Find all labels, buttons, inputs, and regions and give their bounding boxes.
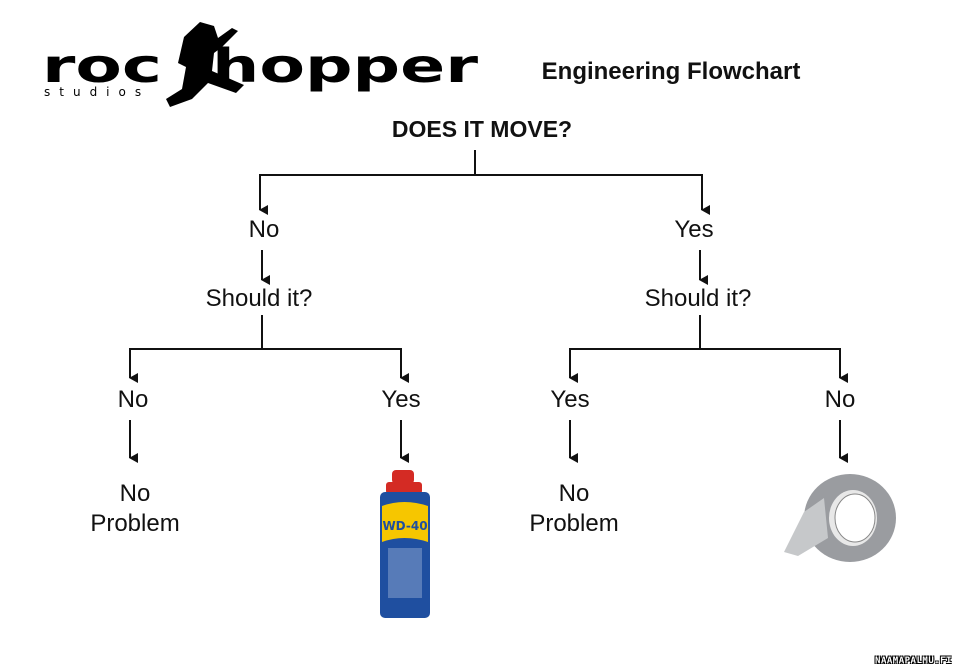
- svg-text:hopper: hopper: [212, 39, 478, 93]
- result-line: No: [119, 480, 151, 507]
- right-result: No Problem: [529, 479, 618, 539]
- left-a-answer: No: [117, 386, 149, 413]
- svg-text:studios: studios: [44, 85, 150, 99]
- right-question: Should it?: [644, 285, 752, 312]
- guitarist-silhouette-icon: [166, 22, 244, 107]
- result-line: No: [558, 480, 590, 507]
- svg-text:roc: roc: [42, 39, 162, 93]
- wd40-can-icon: WD-40: [380, 470, 430, 618]
- right-answer: Yes: [674, 216, 714, 243]
- left-answer: No: [248, 216, 280, 243]
- left-question: Should it?: [205, 285, 313, 312]
- left-result: No Problem: [90, 479, 179, 539]
- right-a-answer: Yes: [550, 386, 590, 413]
- chart-title: Engineering Flowchart: [541, 58, 801, 85]
- svg-text:WD-40: WD-40: [382, 519, 427, 533]
- rockhopper-logo: roc hopper studios: [42, 22, 478, 107]
- duct-tape-icon: [784, 474, 896, 562]
- right-b-answer: No: [824, 386, 856, 413]
- result-line: Problem: [529, 510, 619, 537]
- root-question: DOES IT MOVE?: [391, 116, 573, 142]
- result-line: Problem: [90, 510, 180, 537]
- left-b-answer: Yes: [381, 386, 421, 413]
- watermark: NAAMAPALMU.FI: [875, 656, 952, 666]
